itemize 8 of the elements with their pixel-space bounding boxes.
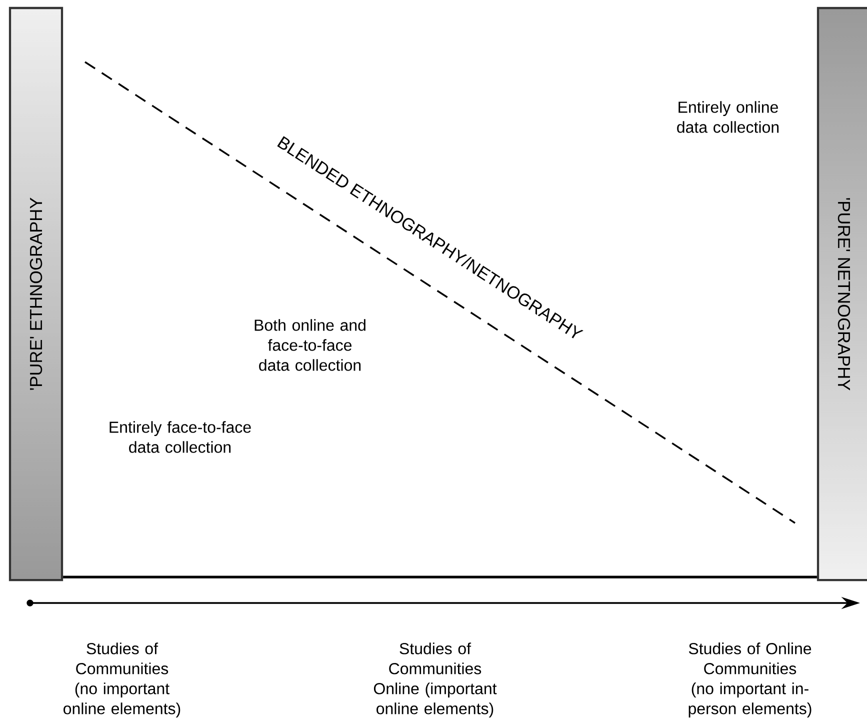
connector-line: [63, 576, 817, 578]
bar: 'PURE' ETHNOGRAPHY: [8, 6, 64, 582]
bar: 'PURE' NETNOGRAPHY: [816, 6, 867, 582]
region-label: Entirely online data collection: [677, 101, 779, 133]
axis-label: Studies of Online Communities (no important in-person elements): [688, 642, 812, 718]
axis-label: Studies of Communities (no important online elements): [64, 642, 180, 718]
region-label: Entirely face-to-face data collection: [110, 421, 251, 453]
axis-label: Studies of Communities Online (important online elements): [374, 642, 497, 718]
